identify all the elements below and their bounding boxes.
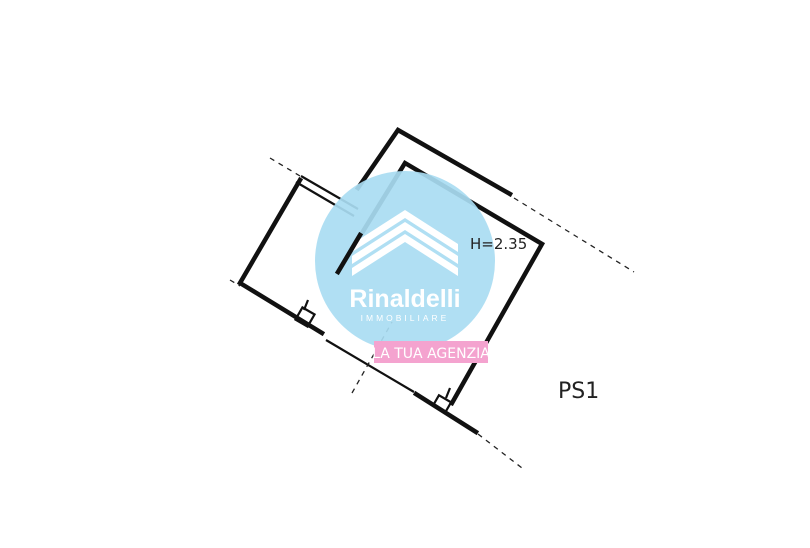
ceiling-height-label: H=2.35 bbox=[470, 235, 527, 253]
brand-subtitle: IMMOBILIARE bbox=[361, 313, 450, 323]
main-room-outer-wall bbox=[354, 127, 514, 198]
floor-level-label: PS1 bbox=[558, 379, 599, 404]
dashed-line-left-low bbox=[229, 279, 241, 287]
watermark: Rinaldelli IMMOBILIARE LA TUA AGENZIA bbox=[315, 171, 495, 363]
logo-icon bbox=[352, 210, 458, 276]
tagline-badge bbox=[374, 341, 488, 363]
tagline-text: LA TUA AGENZIA bbox=[372, 346, 490, 362]
left-room-wall bbox=[236, 176, 326, 337]
watermark-circle bbox=[315, 171, 495, 351]
dashed-line-diagonal bbox=[351, 321, 393, 394]
dashed-line-lower-right bbox=[477, 433, 523, 469]
door-symbol-left bbox=[293, 305, 317, 329]
door-symbols bbox=[293, 299, 453, 415]
dashed-line-upper-left bbox=[269, 157, 301, 177]
brand-name: Rinaldelli bbox=[349, 285, 460, 313]
door-symbol-right-stem bbox=[444, 387, 452, 399]
dashed-guides bbox=[229, 157, 635, 469]
door-symbol-right bbox=[431, 393, 453, 415]
door-symbol-left-stem bbox=[302, 299, 310, 311]
dashed-line-upper-right bbox=[513, 197, 635, 273]
interior-wall-over-watermark bbox=[334, 231, 364, 276]
bottom-wall-inner bbox=[325, 339, 415, 393]
